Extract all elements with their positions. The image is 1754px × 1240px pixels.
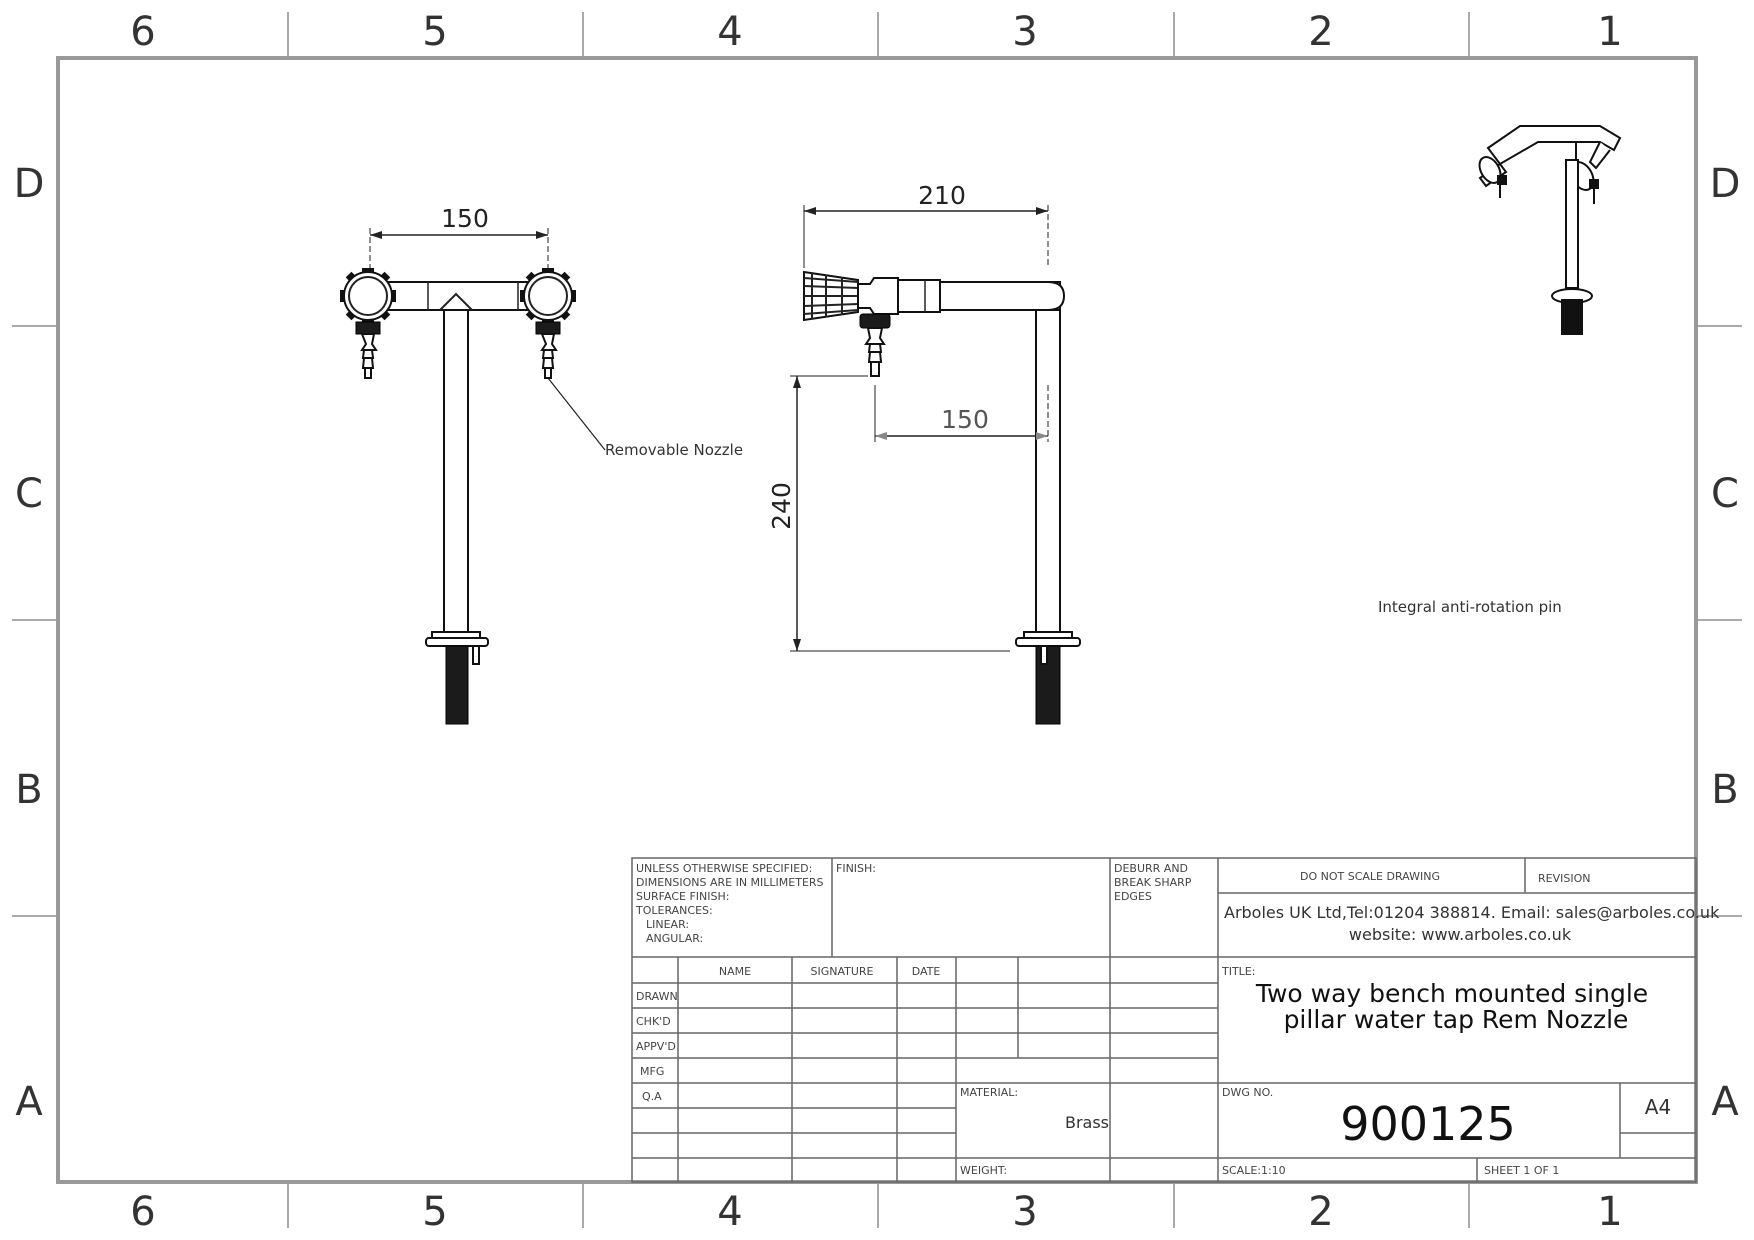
header-date: DATE [912,965,941,978]
dwg-no-label: DWG NO. [1222,1086,1273,1099]
deburr-line: DEBURR AND [1114,862,1188,875]
zone-row-label: D [14,161,45,207]
side-base-flange [1015,637,1081,647]
front-nozzle-right [540,333,558,379]
company-info: Arboles UK Ltd,Tel:01204 388814. Email: … [1224,903,1720,922]
zone-row-label: D [1710,161,1741,207]
front-nut-left [355,321,381,335]
zone-col-label: 6 [130,9,155,55]
spec-line: UNLESS OTHERWISE SPECIFIED: [636,862,812,875]
isometric-view [1478,125,1622,335]
deburr-line: BREAK SHARP [1114,876,1192,889]
side-height-dimension: 240 [767,482,796,530]
zone-ticks [12,12,1742,1228]
zone-col-label: 1 [1597,9,1622,55]
sheet-size: A4 [1645,1095,1671,1119]
zone-col-label: 3 [1012,1189,1037,1235]
zone-col-label: 2 [1308,9,1333,55]
front-width-dimension: 150 [441,204,489,233]
finish-label: FINISH: [836,862,876,875]
front-thread [445,645,469,725]
side-valve-body [897,279,941,313]
row-label: CHK'D [636,1015,671,1028]
removable-nozzle-note: Removable Nozzle [605,441,743,459]
zone-labels-bottom: 6 5 4 3 2 1 [130,1189,1622,1235]
zone-labels-right: D C B A [1710,161,1741,1125]
header-name: NAME [719,965,751,978]
zone-row-label: A [1711,1079,1739,1125]
title-label: TITLE: [1221,965,1255,978]
spec-line: SURFACE FINISH: [636,890,729,903]
zone-col-label: 6 [130,1189,155,1235]
anti-rotation-note: Integral anti-rotation pin [1378,598,1562,616]
zone-col-label: 4 [717,1189,742,1235]
zone-row-label: B [1711,767,1738,813]
spec-line: LINEAR: [646,918,689,931]
scale-label: SCALE:1:10 [1222,1164,1286,1177]
front-nozzle-left [360,333,378,379]
side-length-dimension: 210 [918,181,966,210]
spec-line: ANGULAR: [646,932,703,945]
nozzle-leader [547,377,606,451]
zone-col-label: 3 [1012,9,1037,55]
material-value: Brass [1065,1113,1109,1132]
revision-label: REVISION [1538,872,1590,885]
zone-col-label: 2 [1308,1189,1333,1235]
row-label: DRAWN [636,990,678,1003]
drawing-title-line1: Two way bench mounted single [1255,979,1648,1008]
do-not-scale-label: DO NOT SCALE DRAWING [1300,870,1440,883]
side-pillar [1035,309,1061,633]
title-block: UNLESS OTHERWISE SPECIFIED: DIMENSIONS A… [631,857,1720,1183]
side-offset-dimension: 150 [941,405,989,434]
zone-labels-left: D C B A [14,161,45,1125]
front-handwheel-right [523,271,573,321]
zone-row-label: C [1711,471,1739,517]
deburr-line: EDGES [1114,890,1152,903]
zone-labels-top: 6 5 4 3 2 1 [130,9,1622,55]
row-label: MFG [640,1065,664,1078]
side-elbow [1040,281,1066,311]
zone-row-label: C [15,471,43,517]
zone-col-label: 5 [422,1189,447,1235]
side-nut [859,313,891,329]
zone-col-label: 5 [422,9,447,55]
front-base-flange [425,637,489,647]
material-label: MATERIAL: [960,1086,1018,1099]
zone-col-label: 1 [1597,1189,1622,1235]
sheet-label: SHEET 1 OF 1 [1484,1164,1559,1177]
zone-col-label: 4 [717,9,742,55]
zone-row-label: A [15,1079,43,1125]
front-pillar [443,309,469,633]
row-label: Q.A [642,1090,662,1103]
front-nut-right [535,321,561,335]
side-view: 210 150 240 [767,181,1081,725]
front-view: 150 Removable Nozzle [340,204,743,725]
spec-line: TOLERANCES: [635,904,713,917]
spec-line: DIMENSIONS ARE IN MILLIMETERS [636,876,824,889]
row-label: APPV'D [636,1040,676,1053]
company-website: website: www.arboles.co.uk [1349,925,1572,944]
front-handwheel-left [343,271,393,321]
weight-label: WEIGHT: [960,1164,1007,1177]
drawing-title-line2: pillar water tap Rem Nozzle [1284,1005,1629,1034]
side-nozzle [864,327,886,377]
zone-row-label: B [15,767,42,813]
header-signature: SIGNATURE [810,965,873,978]
dwg-number: 900125 [1340,1097,1516,1151]
